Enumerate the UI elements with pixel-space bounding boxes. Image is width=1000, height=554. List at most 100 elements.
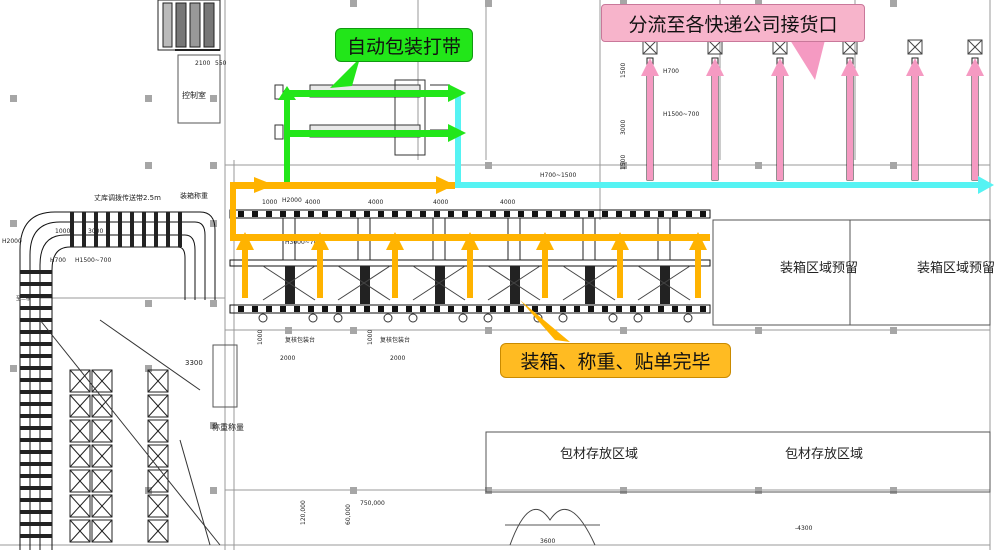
material-storage-label-2: 包材存放区域 bbox=[785, 447, 863, 462]
shelf-cross bbox=[147, 494, 169, 518]
loop-roller bbox=[166, 212, 170, 247]
loop-roller bbox=[20, 462, 52, 466]
green-arrow-head-2 bbox=[448, 124, 466, 142]
conveyor-roller bbox=[588, 306, 594, 312]
conveyor-roller bbox=[588, 211, 594, 217]
workstation-line bbox=[262, 265, 316, 301]
left-loop-conveyor bbox=[19, 211, 216, 550]
shelf-cell bbox=[69, 494, 91, 518]
dim-h2000b: H2000 bbox=[282, 197, 302, 204]
loop-roller bbox=[130, 212, 134, 247]
auto-pack-callout: 自动包装打带 bbox=[335, 28, 473, 62]
conveyor-roller bbox=[490, 306, 496, 312]
conveyor-roller bbox=[280, 211, 286, 217]
loop-roller bbox=[20, 270, 52, 274]
dim-h1500-700: H1500~700 bbox=[663, 111, 699, 118]
cyan-arrow-head bbox=[978, 176, 994, 194]
orange-arrow-head-top bbox=[436, 176, 455, 194]
loop-roller bbox=[20, 390, 52, 394]
shelf-cross bbox=[69, 519, 91, 543]
loop-roller bbox=[20, 498, 52, 502]
shelf-cell bbox=[69, 419, 91, 443]
conveyor-roller bbox=[560, 211, 566, 217]
dim-120: 120,000 bbox=[300, 500, 307, 525]
conveyor-roller bbox=[518, 211, 524, 217]
loop-roller bbox=[20, 318, 52, 322]
conveyor-roller bbox=[364, 306, 370, 312]
dim-1500-vert: 1500 bbox=[620, 63, 627, 78]
shelf-cross bbox=[69, 469, 91, 493]
conveyor-roller bbox=[322, 211, 328, 217]
loop-roller bbox=[118, 212, 122, 247]
dim-4000d: 4000 bbox=[500, 199, 515, 206]
shelf-cell bbox=[147, 369, 169, 393]
dim-4000a: 4000 bbox=[305, 199, 320, 206]
conveyor-roller bbox=[644, 306, 650, 312]
shelf-cross bbox=[147, 444, 169, 468]
dim-4000b: 4000 bbox=[368, 199, 383, 206]
orange-arrow-head-mid bbox=[254, 177, 274, 193]
workstation-base bbox=[285, 266, 295, 304]
workstation-base bbox=[360, 266, 370, 304]
dim-h700b: H700 bbox=[50, 257, 66, 264]
orange-arrow-shaft bbox=[695, 240, 701, 298]
shelf-cross bbox=[91, 494, 113, 518]
loop-roller bbox=[82, 212, 86, 247]
shelf-cell bbox=[69, 444, 91, 468]
operator-seat bbox=[408, 313, 418, 323]
pink-arrow-shaft bbox=[912, 68, 918, 180]
green-arrow-head-up bbox=[278, 86, 296, 100]
loop-roller bbox=[20, 330, 52, 334]
material-storage-label-1: 包材存放区域 bbox=[560, 447, 638, 462]
dim-550: 550 bbox=[215, 60, 227, 67]
conveyor-roller bbox=[504, 306, 510, 312]
conveyor-roller bbox=[546, 211, 552, 217]
workstation-base bbox=[510, 266, 520, 304]
loop-roller bbox=[20, 510, 52, 514]
loop-roller bbox=[20, 402, 52, 406]
orange-arrow-shaft bbox=[242, 240, 248, 298]
shelf-cell bbox=[69, 519, 91, 543]
orange-arrow-shaft bbox=[392, 240, 398, 298]
conveyor-roller bbox=[644, 211, 650, 217]
conveyor-roller bbox=[336, 211, 342, 217]
orange-arrow-head bbox=[386, 232, 404, 250]
conveyor-roller bbox=[336, 306, 342, 312]
chute-cross bbox=[707, 39, 723, 55]
conveyor-roller bbox=[672, 306, 678, 312]
dim-h1500-700b: H1500~700 bbox=[75, 257, 111, 264]
conveyor-roller bbox=[350, 306, 356, 312]
green-callout-pointer bbox=[330, 58, 360, 88]
dim-1000c: 1000 bbox=[257, 330, 264, 345]
conveyor-roller bbox=[392, 211, 398, 217]
conveyor-roller bbox=[434, 211, 440, 217]
conveyor-roller bbox=[406, 306, 412, 312]
shelf-cross bbox=[147, 469, 169, 493]
packing-reserve-label-1: 装箱区域预留 bbox=[780, 260, 858, 276]
conveyor-roller bbox=[308, 306, 314, 312]
dim-3300: 3300 bbox=[185, 359, 203, 367]
chute-box bbox=[967, 39, 983, 55]
green-flow bbox=[278, 58, 466, 188]
operator-seat bbox=[558, 313, 568, 323]
conveyor-segment-marks bbox=[238, 211, 706, 312]
conveyor-roller bbox=[686, 211, 692, 217]
conveyor-roller bbox=[630, 211, 636, 217]
conveyor-roller bbox=[308, 211, 314, 217]
workstation-base bbox=[660, 266, 670, 304]
shelf-cell bbox=[147, 419, 169, 443]
conveyor-roller bbox=[448, 211, 454, 217]
shelf-cell bbox=[69, 469, 91, 493]
lower-note: 装箱称重 bbox=[180, 191, 208, 200]
loop-text: 丈库调拨传送带2.5m bbox=[94, 193, 161, 202]
pink-arrow-shaft bbox=[972, 68, 978, 180]
conveyor-roller bbox=[574, 306, 580, 312]
pink-arrow-head bbox=[706, 58, 724, 76]
loop-conveyor-rollers bbox=[20, 212, 182, 538]
shelf-cross bbox=[91, 444, 113, 468]
conveyor-roller bbox=[532, 306, 538, 312]
loop-roller bbox=[20, 294, 52, 298]
conveyor-roller bbox=[378, 306, 384, 312]
dim-60: 60,000 bbox=[345, 504, 352, 525]
operator-seat bbox=[458, 313, 468, 323]
